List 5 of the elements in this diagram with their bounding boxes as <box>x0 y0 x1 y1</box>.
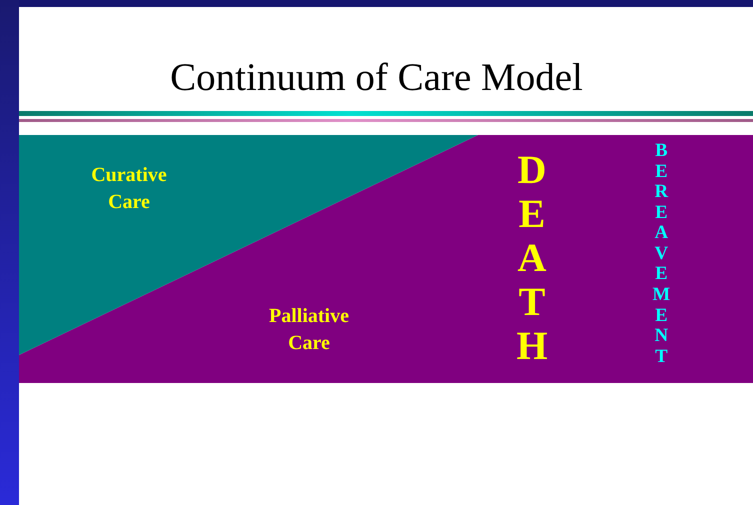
vertical-label: BEREAVEMENT <box>652 141 671 368</box>
region-label: Curative Care <box>90 163 168 215</box>
vertical-label: DEATH <box>515 148 549 368</box>
region-label: Palliative Care <box>268 304 350 356</box>
slide-title: Continuum of Care Model <box>169 55 584 100</box>
